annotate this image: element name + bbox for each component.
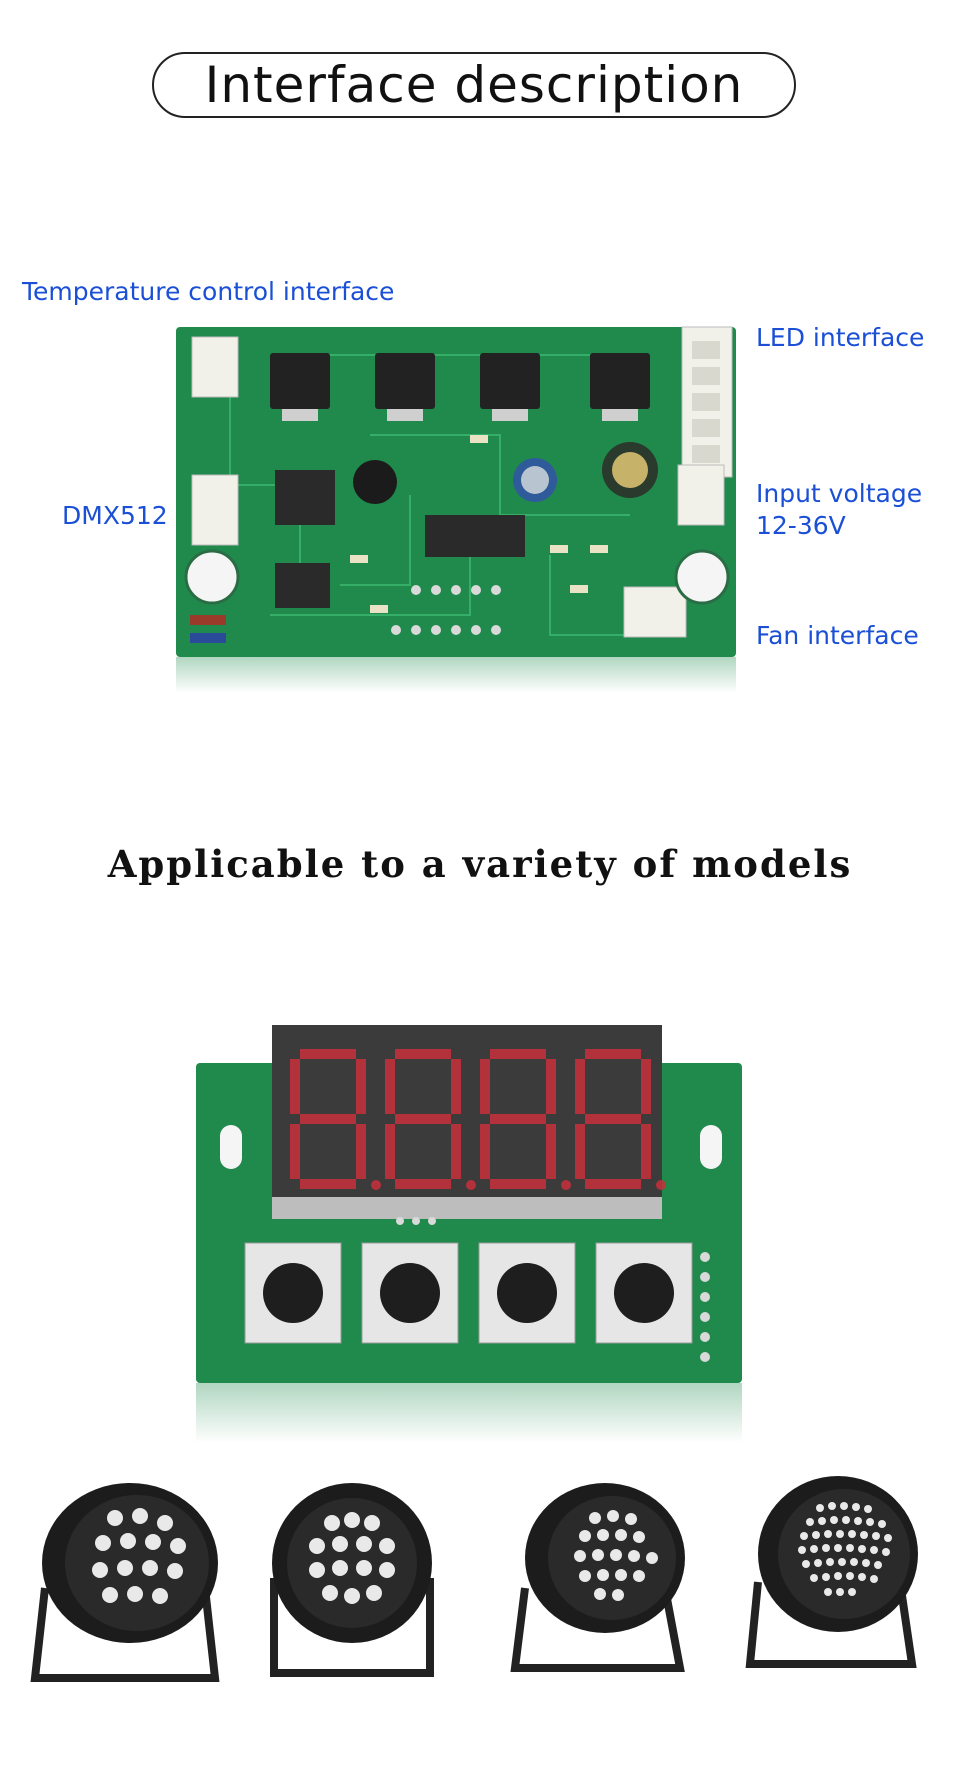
par-light-2-image xyxy=(270,1483,434,1677)
models-section-title: Applicable to a variety of models xyxy=(107,842,853,886)
par-light-3-image xyxy=(510,1483,685,1672)
label-temperature-interface: Temperature control interface xyxy=(22,277,395,306)
label-dmx512: DMX512 xyxy=(62,501,168,530)
label-input-voltage-range: 12-36V xyxy=(756,511,846,540)
label-fan-interface: Fan interface xyxy=(756,621,919,650)
page-title: Interface description xyxy=(152,52,796,118)
control-board-image xyxy=(176,326,736,693)
label-input-voltage: Input voltage xyxy=(756,479,923,508)
par-light-1-image xyxy=(30,1483,220,1682)
display-board-image xyxy=(196,1025,742,1443)
par-light-4-image xyxy=(745,1476,918,1668)
label-led-interface: LED interface xyxy=(756,323,925,352)
